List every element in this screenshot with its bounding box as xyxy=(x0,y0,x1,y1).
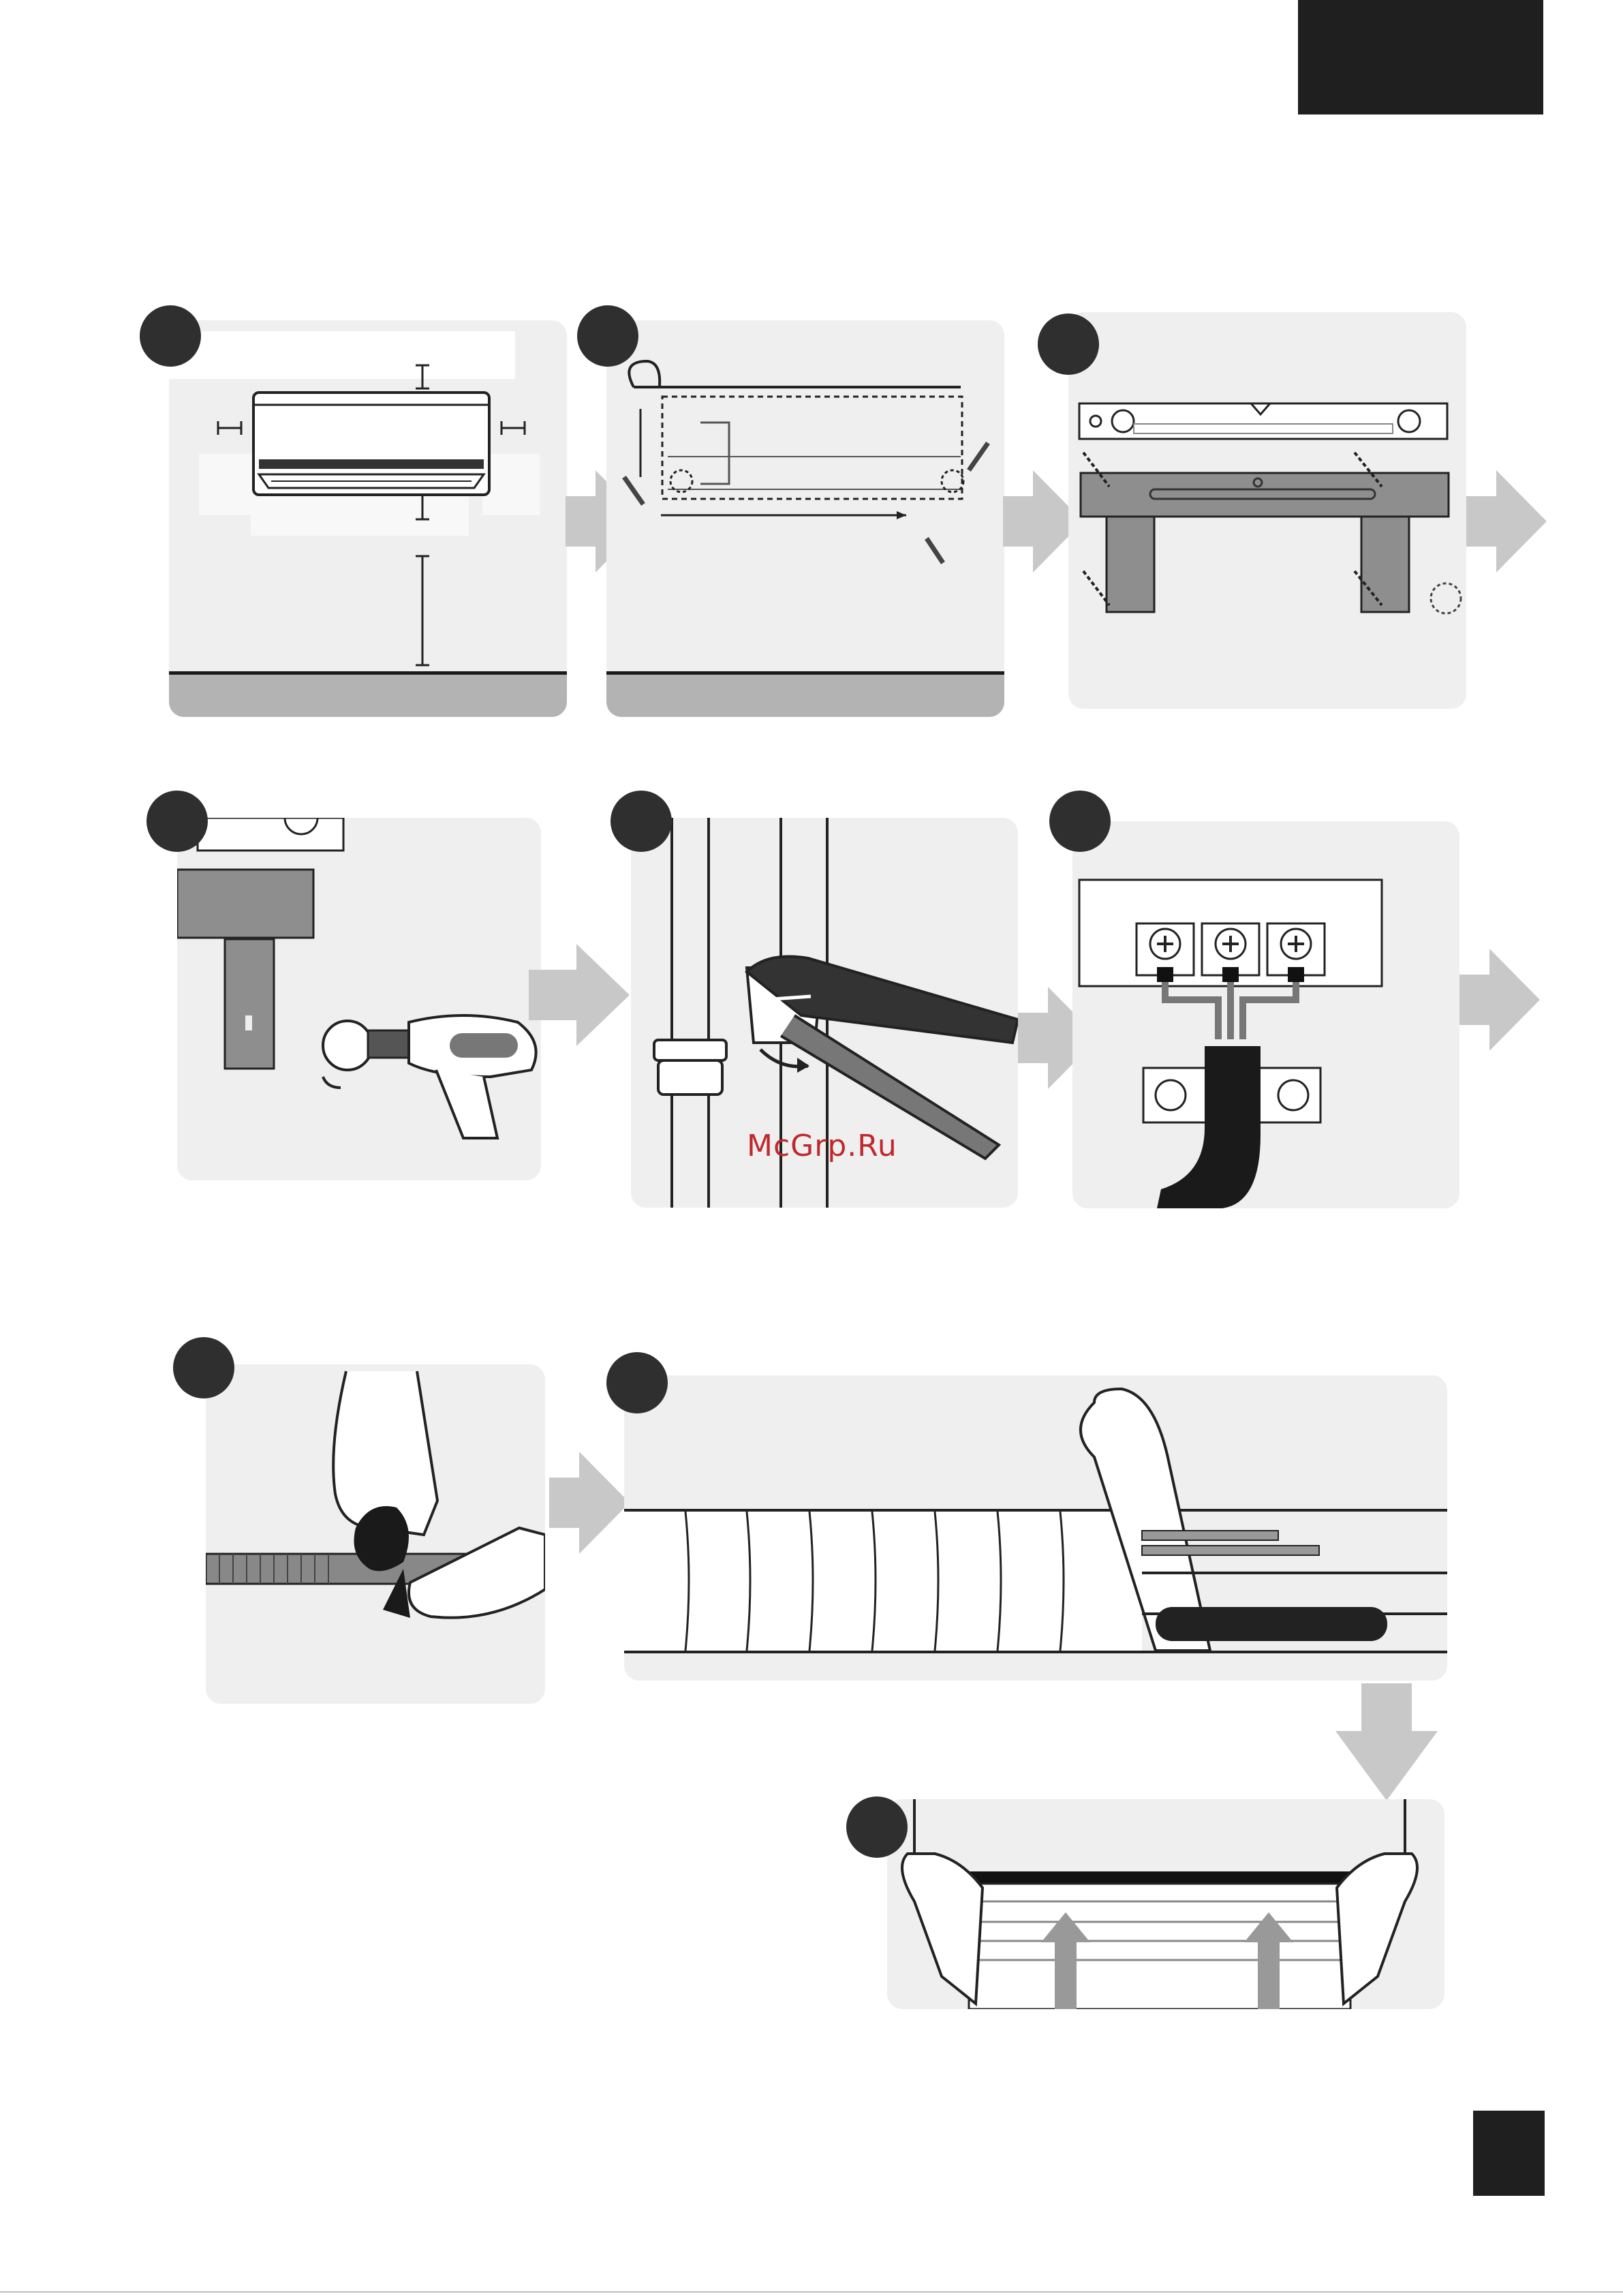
step-6-badge xyxy=(1049,791,1111,852)
watermark: McGrp.Ru xyxy=(747,1129,897,1163)
next-arrow xyxy=(1466,470,1548,572)
down-arrow xyxy=(1335,1683,1438,1801)
step-8-badge xyxy=(606,1352,668,1413)
step-1-panel xyxy=(169,320,567,717)
step-3-badge xyxy=(1038,313,1099,375)
next-arrow xyxy=(549,1452,631,1554)
step-5-panel: McGrp.Ru xyxy=(631,818,1018,1208)
step-4-panel xyxy=(177,818,541,1180)
step-9-panel xyxy=(887,1799,1444,2009)
level-mounting-plate-icon xyxy=(1068,312,1466,709)
drill-holes-icon xyxy=(177,818,541,1180)
hang-indoor-unit-icon xyxy=(887,1799,1444,2009)
next-arrow xyxy=(1459,949,1541,1051)
measure-mark-wall-icon xyxy=(606,320,1004,717)
step-7-panel xyxy=(206,1364,545,1704)
step-6-panel xyxy=(1072,821,1459,1208)
step-3-panel xyxy=(1068,312,1466,709)
wrap-drain-hose-icon xyxy=(206,1364,545,1704)
next-arrow xyxy=(529,944,631,1046)
step-7-badge xyxy=(173,1337,234,1398)
step-4-badge xyxy=(146,791,208,852)
step-1-badge xyxy=(140,305,201,367)
page-number-tab xyxy=(1473,2111,1545,2196)
step-2-badge xyxy=(577,305,638,367)
header-tab xyxy=(1298,0,1543,114)
indoor-unit-clearance-icon xyxy=(169,320,567,717)
step-9-badge xyxy=(846,1796,908,1858)
bottom-divider xyxy=(0,2291,1623,2293)
step-2-panel xyxy=(606,320,1004,717)
terminal-block-wiring-icon xyxy=(1072,821,1459,1208)
step-8-panel xyxy=(624,1375,1447,1681)
step-5-badge xyxy=(610,791,672,852)
tape-pipe-bundle-icon xyxy=(624,1375,1447,1681)
